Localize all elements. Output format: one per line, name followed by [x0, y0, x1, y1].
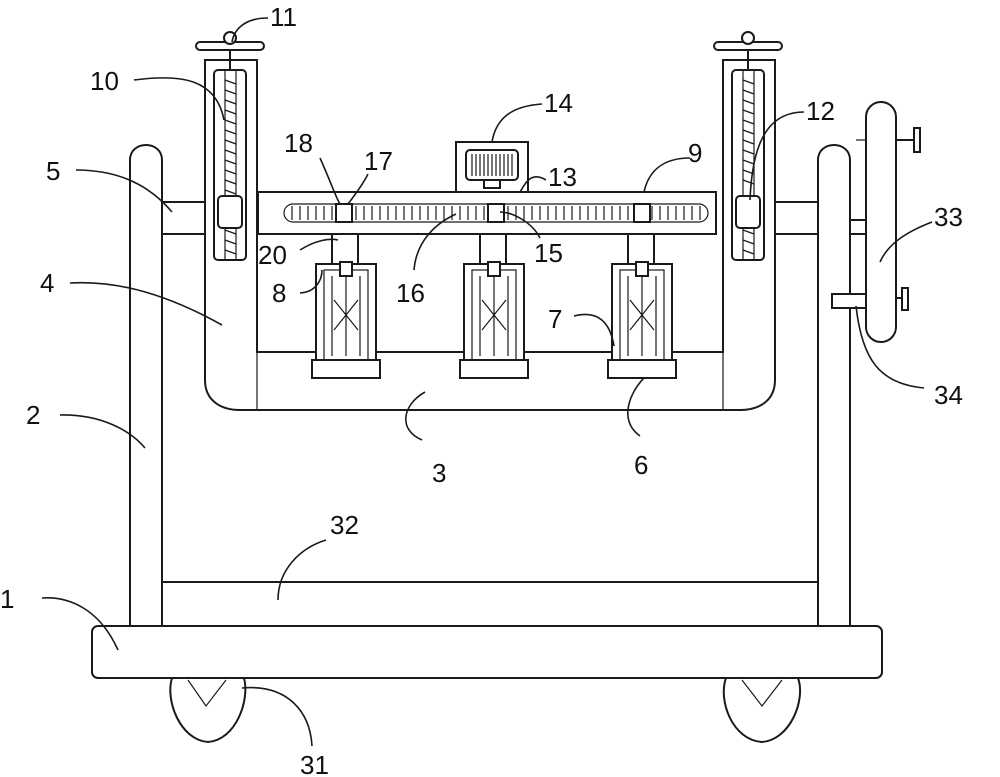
label-16: 16 — [396, 278, 425, 308]
base-plate — [91, 625, 883, 679]
label-1: 1 — [0, 584, 14, 614]
right-side-bar — [771, 201, 819, 235]
lower-crossbar — [161, 581, 819, 627]
label-18: 18 — [284, 128, 313, 158]
label-7: 7 — [548, 304, 562, 334]
guide-beam — [257, 191, 717, 235]
label-3: 3 — [432, 458, 446, 488]
leader-lines — [41, 17, 933, 747]
side-handle — [831, 101, 921, 343]
left-post — [129, 144, 163, 627]
clamp-unit-middle — [459, 233, 529, 379]
label-10: 10 — [90, 66, 119, 96]
label-2: 2 — [26, 400, 40, 430]
left-handwheel — [195, 31, 265, 70]
label-12: 12 — [806, 96, 835, 126]
left-screw-column — [213, 69, 247, 261]
label-8: 8 — [272, 278, 286, 308]
right-handwheel — [713, 31, 783, 70]
clamp-unit-left — [311, 233, 381, 379]
label-13: 13 — [548, 162, 577, 192]
label-15: 15 — [534, 238, 563, 268]
label-20: 20 — [258, 240, 287, 270]
clamp-unit-right — [607, 233, 677, 379]
label-11: 11 — [270, 2, 297, 32]
label-32: 32 — [330, 510, 359, 540]
right-wheel — [722, 677, 802, 744]
label-9: 9 — [688, 138, 702, 168]
right-screw-column — [731, 69, 765, 261]
label-33: 33 — [934, 202, 963, 232]
motor-box — [455, 141, 529, 193]
label-31: 31 — [300, 750, 329, 777]
left-side-bar — [161, 201, 207, 235]
label-5: 5 — [46, 156, 60, 186]
label-14: 14 — [544, 88, 573, 118]
u-tray — [204, 59, 776, 411]
label-34: 34 — [934, 380, 963, 410]
label-6: 6 — [634, 450, 648, 480]
label-4: 4 — [40, 268, 54, 298]
left-wheel — [169, 677, 247, 744]
label-17: 17 — [364, 146, 393, 176]
right-post — [817, 144, 851, 627]
